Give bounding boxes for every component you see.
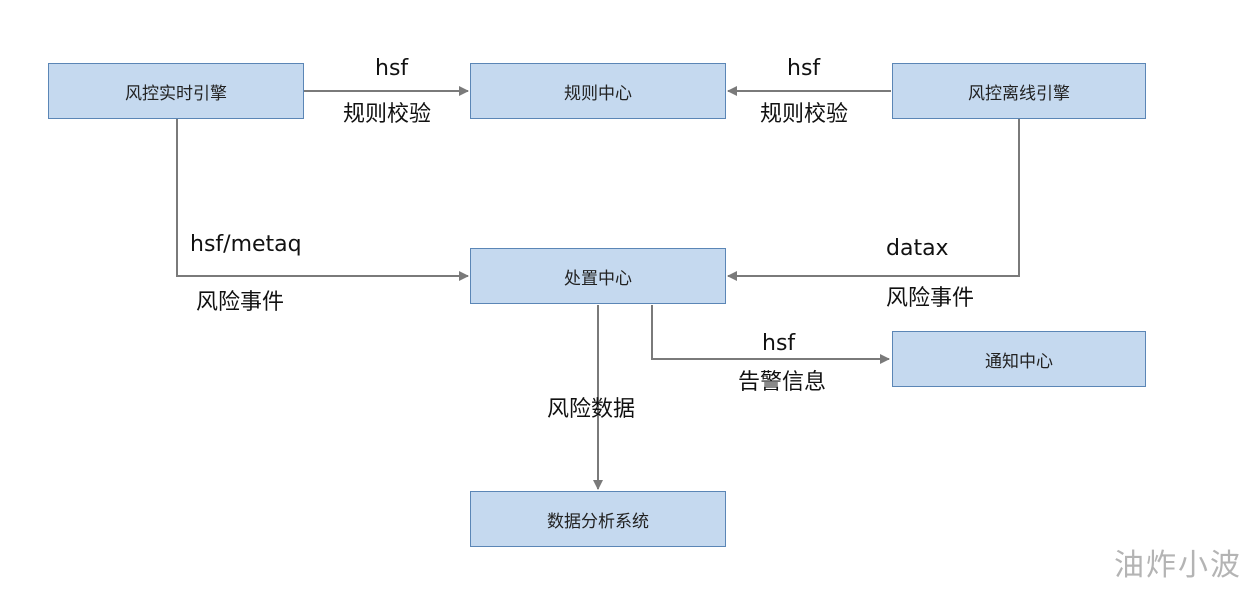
edge-realtime-to-rule-purpose: 规则校验: [343, 102, 432, 127]
edge-realtime-to-rule-protocol: hsf: [375, 56, 409, 81]
edge-offline-to-rule-purpose: 规则校验: [760, 102, 849, 127]
edge-offline-to-handling: [727, 119, 1020, 281]
edge-offline-to-handling-protocol: datax: [886, 236, 949, 261]
watermark: 油炸小波: [1114, 548, 1242, 583]
edge-realtime-to-handling-protocol: hsf/metaq: [190, 232, 302, 257]
node-analytics-system: 数据分析系统: [470, 491, 726, 547]
node-rule-center: 规则中心: [470, 63, 726, 119]
node-realtime-engine-label: 风控实时引擎: [125, 83, 227, 104]
edge-handling-to-notify-protocol: hsf: [762, 331, 796, 356]
node-analytics-system-label: 数据分析系统: [547, 511, 649, 532]
edge-realtime-to-handling: [176, 119, 469, 281]
edge-realtime-to-handling-purpose: 风险事件: [196, 290, 285, 315]
edge-handling-to-notify-purpose: 告警信息: [738, 370, 827, 395]
node-handling-center: 处置中心: [470, 248, 726, 304]
node-offline-engine-label: 风控离线引擎: [968, 83, 1070, 104]
node-realtime-engine: 风控实时引擎: [48, 63, 304, 119]
node-notify-center-label: 通知中心: [985, 351, 1053, 372]
edge-handling-to-analytics-purpose: 风险数据: [547, 397, 636, 422]
node-handling-center-label: 处置中心: [564, 268, 632, 289]
edge-handling-to-notify: [651, 305, 890, 364]
edge-offline-to-handling-purpose: 风险事件: [886, 286, 975, 311]
node-offline-engine: 风控离线引擎: [892, 63, 1146, 119]
node-rule-center-label: 规则中心: [564, 83, 632, 104]
node-notify-center: 通知中心: [892, 331, 1146, 387]
edge-offline-to-rule-protocol: hsf: [787, 56, 821, 81]
